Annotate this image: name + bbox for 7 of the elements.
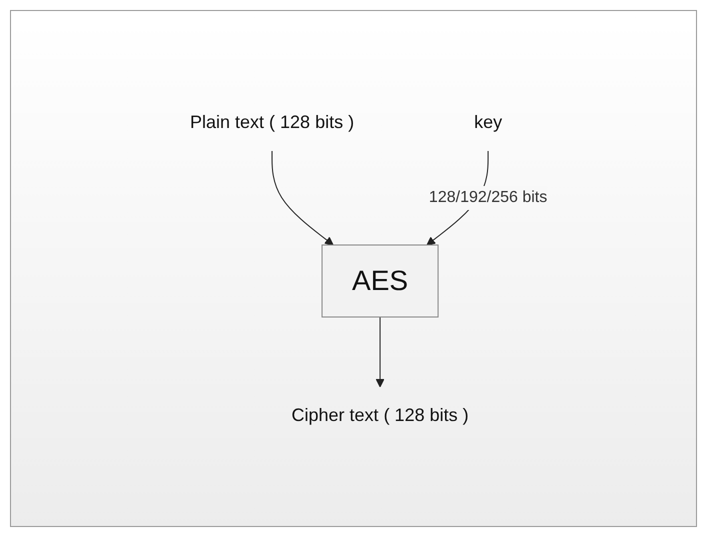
node-box: AES bbox=[321, 244, 438, 317]
node-text: key bbox=[474, 112, 502, 132]
edge-label: 128/192/256 bits bbox=[428, 188, 548, 206]
node-text: Cipher text ( 128 bits ) bbox=[291, 404, 468, 424]
node-text: Plain text ( 128 bits ) bbox=[190, 112, 354, 132]
arrow bbox=[271, 150, 334, 245]
arrow bbox=[376, 316, 384, 387]
